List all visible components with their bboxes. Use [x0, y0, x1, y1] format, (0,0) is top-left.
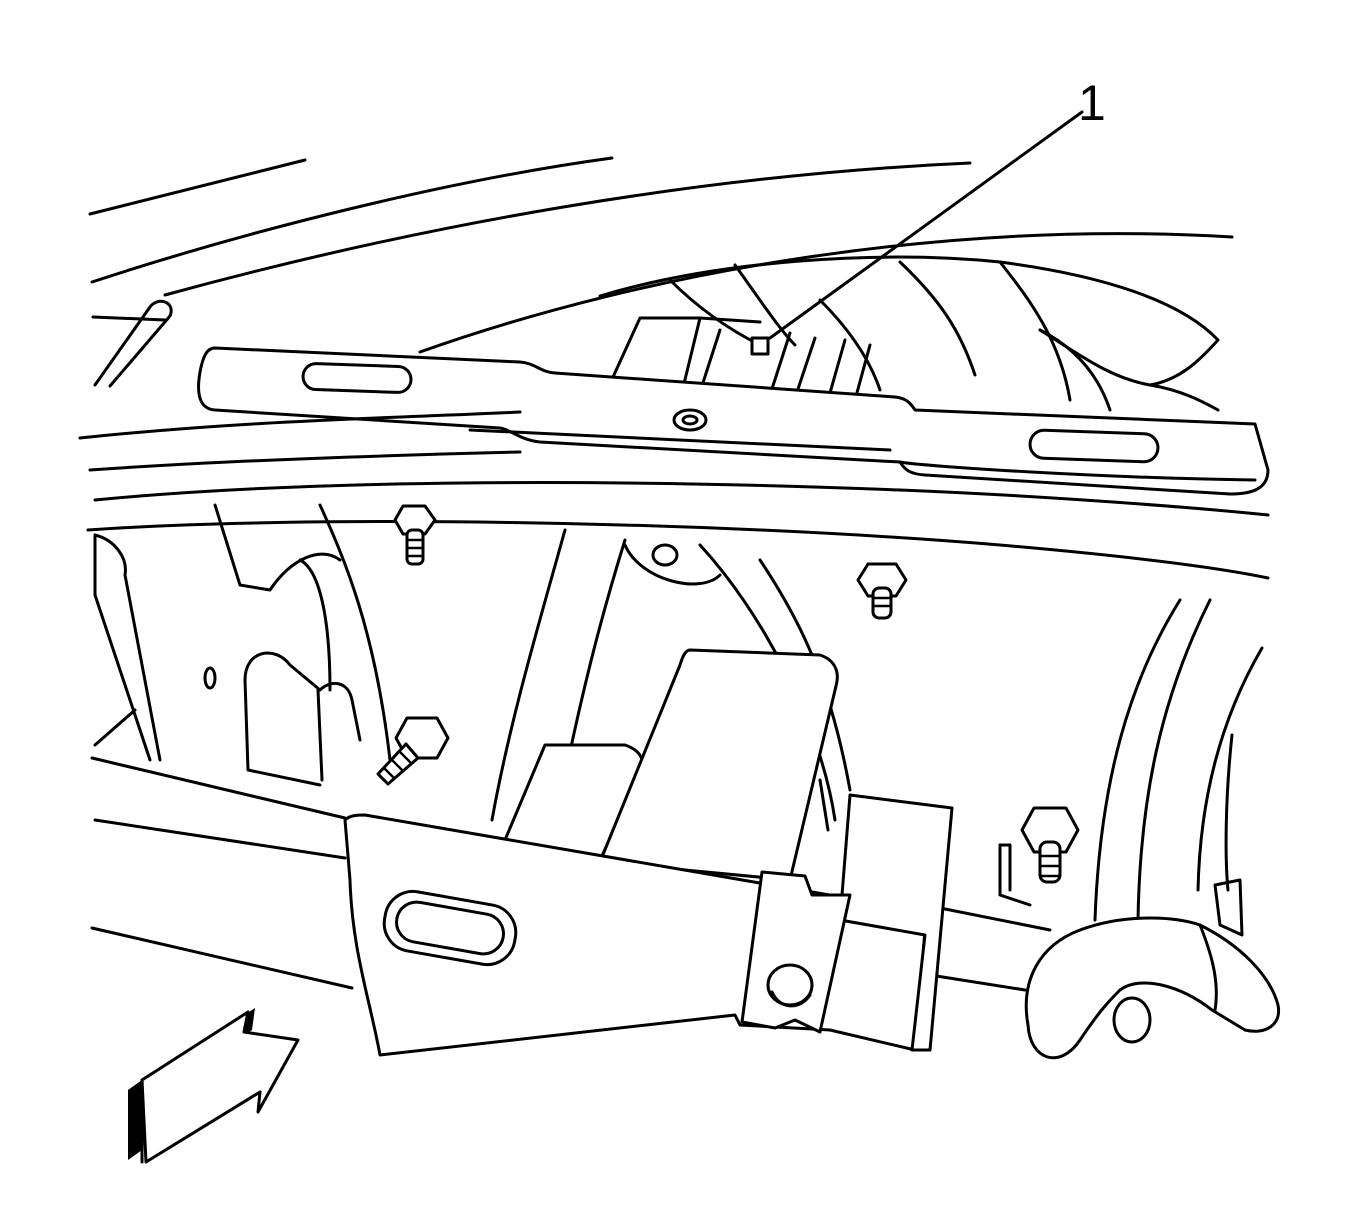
callout-number-1: 1 — [1078, 75, 1106, 131]
center-hole-inner — [681, 414, 699, 426]
studs — [376, 504, 1080, 884]
support-hole — [651, 543, 679, 567]
stud-icon — [376, 716, 450, 786]
bracket-hole — [203, 666, 217, 690]
hood-latch-hook — [1024, 878, 1281, 1060]
background-wiring — [598, 255, 1220, 412]
upper-radiator-support — [78, 346, 1270, 580]
module-block — [503, 648, 839, 882]
stud-icon — [856, 562, 908, 620]
harness-straps — [606, 316, 872, 402]
callout-leader-line — [768, 110, 1084, 340]
lower-crossmember — [90, 756, 1052, 992]
hollow-arrow-icon — [128, 1008, 300, 1164]
upper-body-contours — [88, 156, 1234, 354]
slot-right — [1028, 428, 1160, 464]
vertical-bracket — [740, 793, 954, 1052]
hook-hole — [1112, 996, 1152, 1044]
left-tube-end — [93, 299, 173, 388]
left-bracket — [93, 503, 392, 787]
connector-clip-icon — [750, 336, 770, 356]
right-wheelhouse — [1093, 598, 1264, 922]
stud-icon — [1020, 806, 1080, 884]
stud-icon — [393, 504, 437, 566]
plate-slot-inner — [395, 900, 505, 956]
slot-left — [301, 362, 413, 394]
